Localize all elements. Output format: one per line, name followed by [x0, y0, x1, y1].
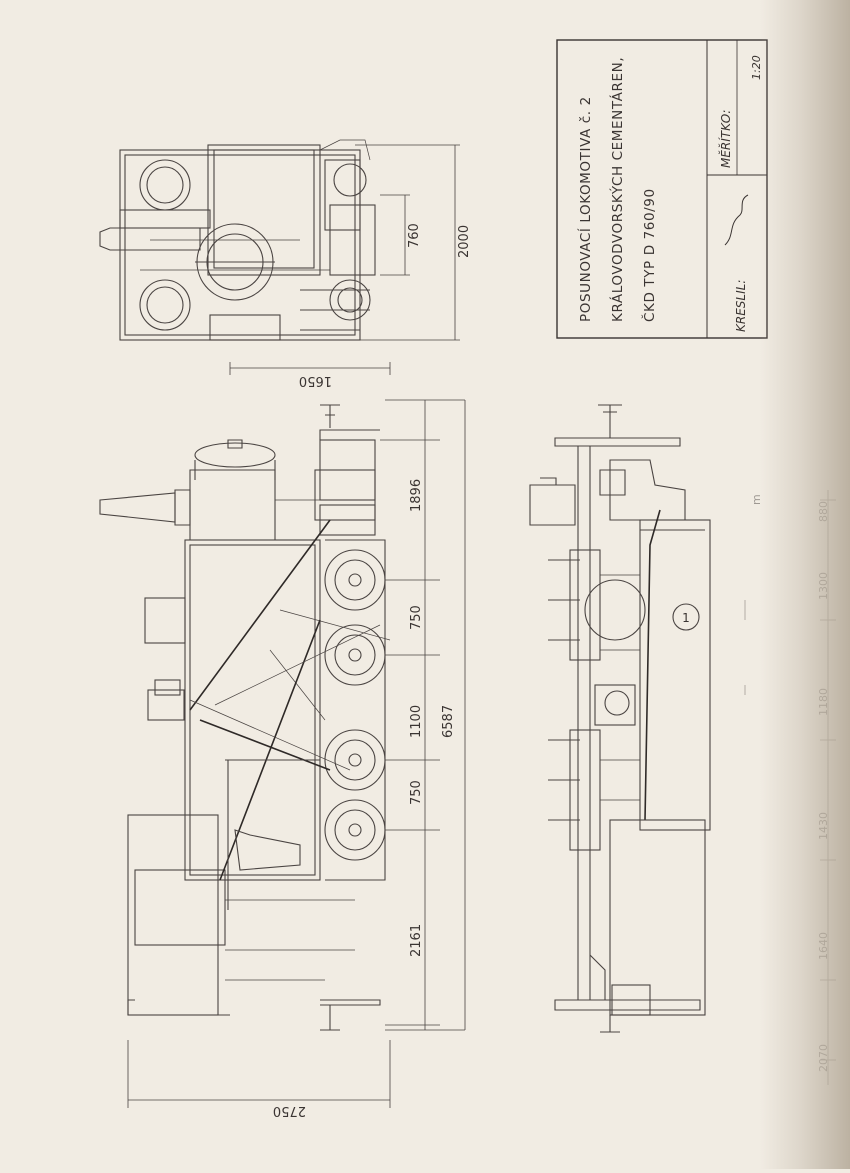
side-view: 1 — [529, 404, 711, 1033]
dim-750b: 750 — [409, 780, 424, 805]
title-line-1: POSUNOVACÍ LOKOMOTIVA č. 2 — [577, 96, 594, 322]
front-view: 760 2000 — [99, 139, 472, 341]
scale-label: MĚŘÍTKO: — [718, 110, 733, 168]
wheel-2 — [324, 624, 386, 686]
dim-bottom-width: 2750 — [273, 1103, 306, 1118]
dim-overall-length: 6587 — [441, 705, 456, 738]
title-block: POSUNOVACÍ LOKOMOTIVA č. 2 KRÁLOVODVORSK… — [556, 39, 768, 339]
wheel-3 — [324, 729, 386, 791]
page-edge-shadow — [760, 0, 850, 1169]
dim-1896: 1896 — [409, 479, 424, 512]
dim-front-height: 2000 — [457, 225, 472, 258]
top-view: 1896 750 1100 750 2161 6587 1650 2750 — [99, 362, 466, 1118]
scale-value: 1:20 — [750, 55, 763, 80]
title-line-3: ČKD TYP D 760/90 — [640, 188, 658, 322]
drawn-label: KRESLIL: — [734, 280, 748, 332]
dim-2161: 2161 — [409, 924, 424, 957]
wheel-badge: 1 — [682, 611, 690, 625]
dim-front-gauge: 760 — [407, 223, 422, 248]
wheel-1 — [324, 549, 386, 611]
drawn-signature — [724, 194, 749, 246]
dim-top-width: 1650 — [299, 373, 332, 388]
title-line-2: KRÁLOVODVORSKÝCH CEMENTÁREN, — [609, 57, 626, 322]
dim-750a: 750 — [409, 605, 424, 630]
faint-label-m: m — [750, 494, 763, 505]
wheel-4 — [324, 799, 386, 861]
dim-1100: 1100 — [409, 705, 424, 738]
